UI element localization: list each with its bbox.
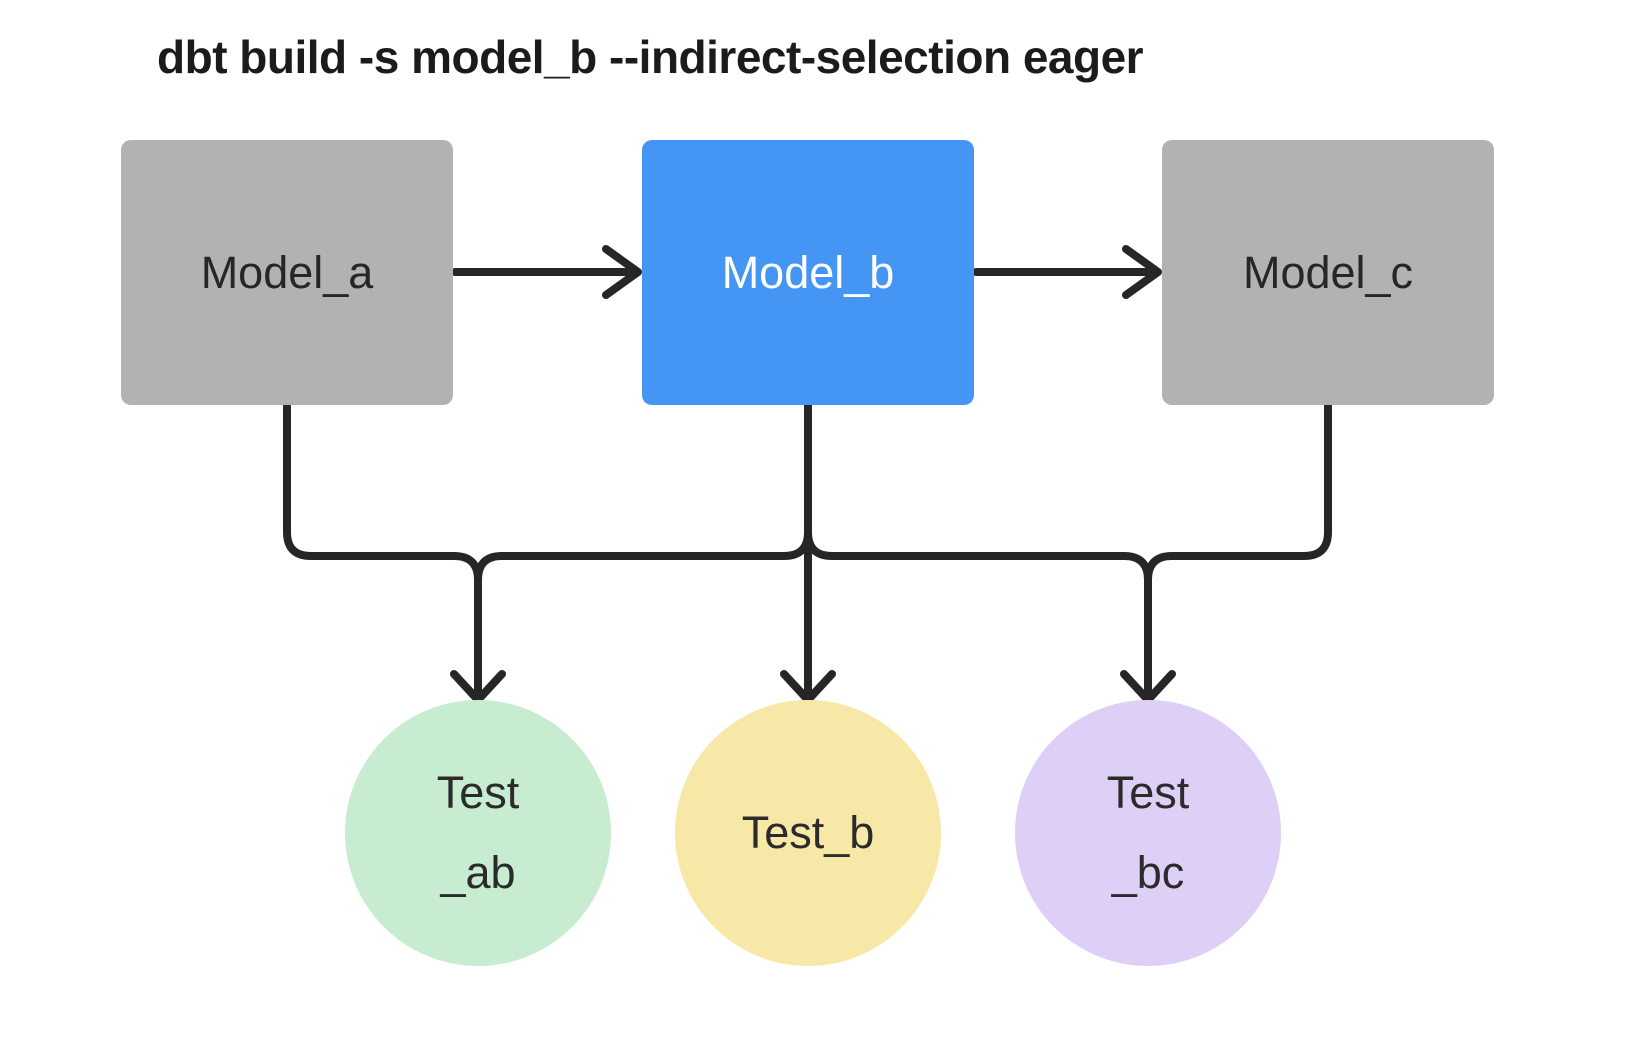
node-model-b: Model_b xyxy=(642,140,974,405)
edge-model-a-to-model-b xyxy=(451,245,642,299)
edge-model-b-to-model-c xyxy=(972,245,1162,299)
command-title: dbt build -s model_b --indirect-selectio… xyxy=(157,31,1144,83)
node-test-ab: Test _ab xyxy=(345,700,611,966)
node-model-a-label: Model_a xyxy=(200,246,374,298)
node-test-bc-label-line1: Test xyxy=(1106,767,1190,818)
edge-model-a-to-test-ab xyxy=(283,401,482,696)
edge-model-b-to-test-bc xyxy=(804,401,1152,696)
node-test-bc: Test _bc xyxy=(1015,700,1281,966)
node-test-bc-label-line2: _bc xyxy=(1111,847,1185,898)
node-test-ab-label-line2: _ab xyxy=(440,847,516,898)
node-model-c-label: Model_c xyxy=(1242,246,1414,298)
node-test-b: Test_b xyxy=(675,700,941,966)
node-model-a: Model_a xyxy=(121,140,453,405)
edge-model-b-to-test-ab xyxy=(474,401,812,696)
node-test-ab-label-line1: Test xyxy=(436,767,520,818)
edge-model-c-to-test-bc xyxy=(1144,401,1332,696)
node-model-b-label: Model_b xyxy=(721,246,895,298)
node-model-c: Model_c xyxy=(1162,140,1494,405)
node-test-b-label: Test_b xyxy=(741,807,875,858)
